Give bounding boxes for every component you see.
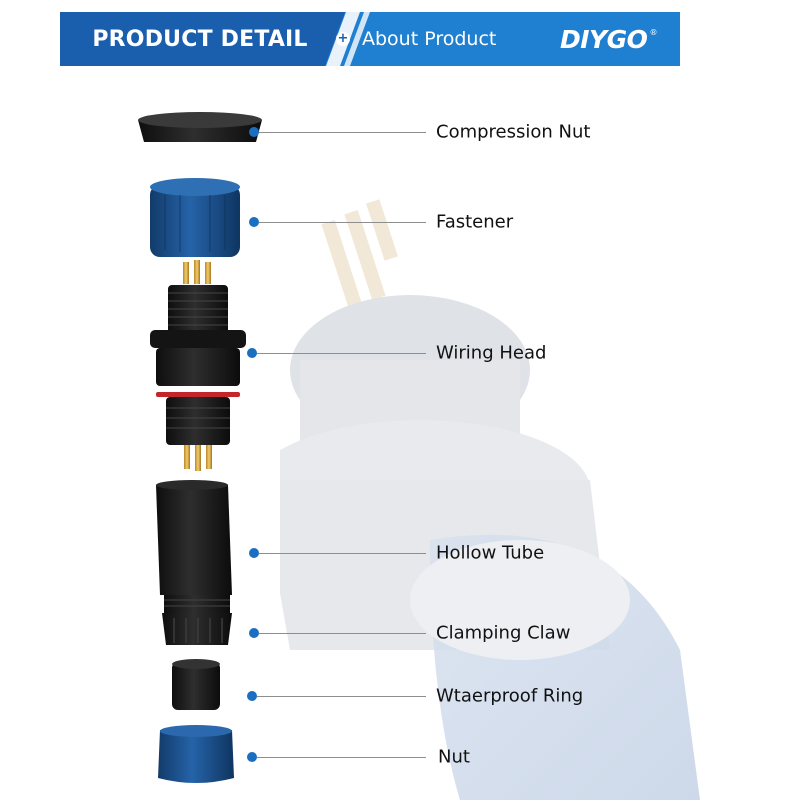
callout-dot [249,127,259,137]
about-product-section: + About Product [336,12,496,66]
brand-logo-text: DIYGO [560,24,648,54]
compression-nut-part [138,112,262,142]
callout-dot [249,217,259,227]
part-label-compression-nut: Compression Nut [436,121,591,143]
callout-dot [247,348,257,358]
about-product-label: About Product [362,28,497,50]
part-label-clamping-claw: Clamping Claw [436,622,571,644]
hollow-tube-part [156,480,232,613]
exploded-parts-image [138,112,262,783]
product-detail-banner: PRODUCT DETAIL + About Product DIYGO ® [60,12,680,66]
waterproof-ring-part [172,659,220,710]
callout-line [259,222,426,223]
part-label-hollow-tube: Hollow Tube [436,542,545,564]
background-connector-image [280,199,700,800]
part-label-waterproof-ring: Wtaerproof Ring [436,685,584,707]
badge-label: PRODUCT DETAIL [92,26,308,52]
clamping-claw-part [162,613,232,645]
banner-background [60,12,680,66]
fastener-part [150,178,240,257]
part-label-fastener: Fastener [436,211,514,233]
callout-line [257,696,426,697]
nut-part [158,725,234,783]
part-label-wiring-head: Wiring Head [436,342,547,364]
callout-line [259,633,426,634]
brand-logo: DIYGO ® [560,12,657,66]
callout-line [259,553,426,554]
callout-dot [247,691,257,701]
wiring-head-part [150,260,246,471]
callout-line [259,132,426,133]
registered-mark: ® [649,27,657,37]
product-detail-badge: PRODUCT DETAIL [60,12,340,66]
plus-circle-icon: + [336,31,350,46]
part-label-nut: Nut [438,746,470,768]
callout-dot [249,628,259,638]
callout-dot [247,752,257,762]
callout-line [257,353,426,354]
callout-dot [249,548,259,558]
callout-line [257,757,426,758]
